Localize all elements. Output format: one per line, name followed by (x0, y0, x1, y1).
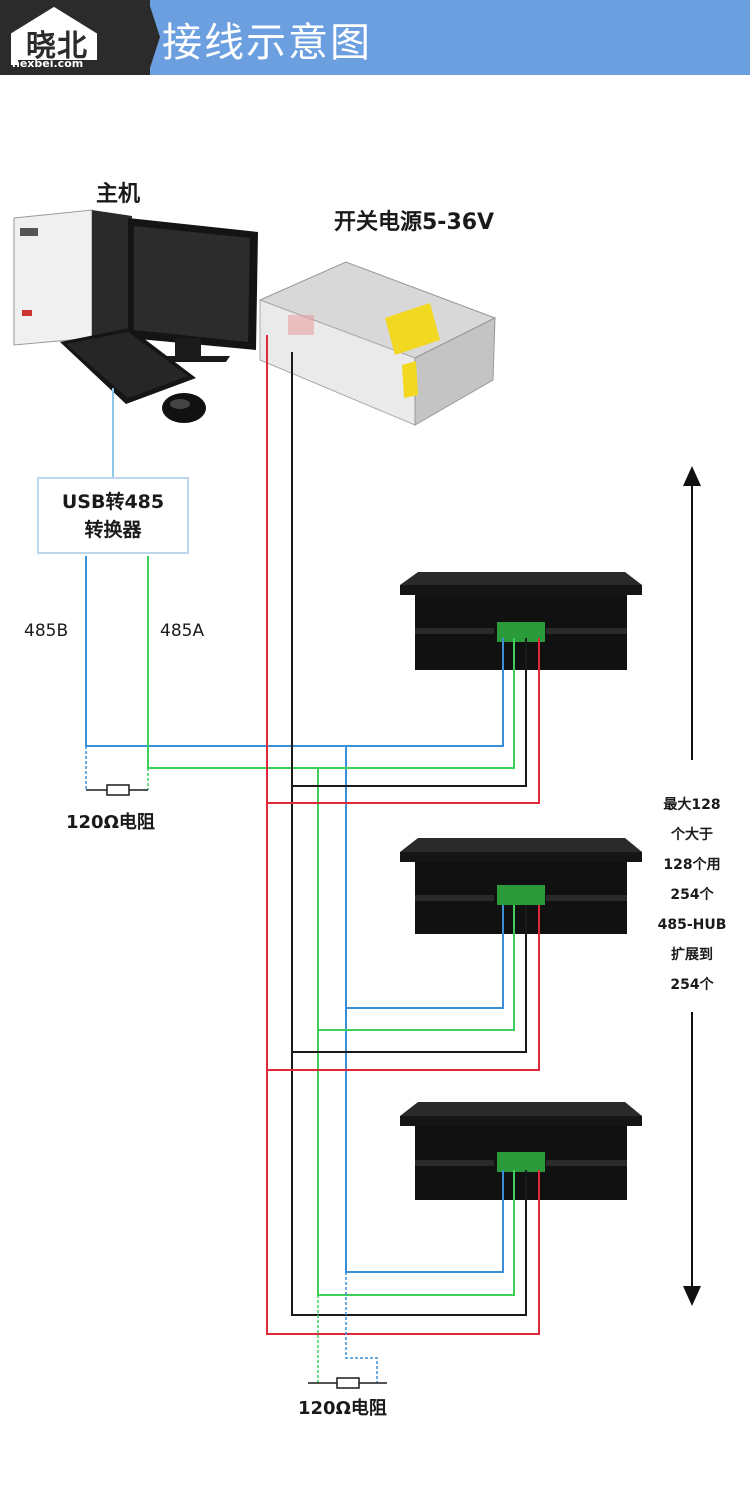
meter-3 (400, 1102, 642, 1200)
power-supply-label: 开关电源5-36V (334, 210, 495, 235)
converter-line-1: USB转485 (61, 491, 165, 513)
note-line: 最大128 (663, 797, 721, 813)
label-485a: 485A (160, 621, 205, 641)
header-bar: 晓北 hexbei.com 接线示意图 (0, 0, 750, 75)
wire-pos-tap-1 (267, 638, 540, 804)
logo-text: 晓北 (26, 29, 88, 64)
house-icon (11, 6, 98, 68)
host-label: 主机 (96, 182, 141, 207)
note-line: 128个用 (663, 857, 721, 873)
logo: 晓北 hexbei.com (0, 0, 150, 75)
meter-2 (400, 838, 642, 934)
capacity-note: 最大128 个大于 128个用 254个 485-HUB 扩展到 254个 (650, 790, 734, 1000)
wire-neg-tap-1 (292, 638, 527, 787)
logo-arrow (148, 0, 160, 74)
wire-485b-branch-2 (345, 1008, 504, 1273)
wire-485b-branch (345, 746, 504, 1009)
usb-485-converter: USB转485 转换器 (37, 477, 189, 554)
resistor-bottom-icon (308, 1272, 387, 1389)
note-line: 扩展到 (671, 947, 713, 963)
note-line: 254个 (670, 977, 714, 993)
wire-power-neg (291, 352, 527, 1316)
logo-url: hexbei.com (12, 57, 84, 70)
wire-485b (85, 556, 504, 747)
label-485b: 485B (24, 621, 69, 641)
computer-icon (13, 209, 258, 423)
page-title: 接线示意图 (162, 20, 372, 66)
wire-485a-branch-2 (317, 1030, 515, 1296)
resistor-bottom-label: 120Ω电阻 (298, 1398, 387, 1419)
wire-power-pos (266, 335, 540, 1335)
note-line: 485-HUB (657, 917, 727, 933)
power-supply-icon (258, 261, 497, 426)
range-arrow (683, 466, 701, 1306)
converter-line-2: 转换器 (84, 519, 142, 541)
wire-485a-branch (317, 768, 515, 1031)
wire-neg-tap-2 (292, 905, 527, 1053)
resistor-top-label: 120Ω电阻 (66, 812, 155, 833)
meter-1 (400, 572, 642, 670)
note-line: 254个 (670, 887, 714, 903)
wire-pos-tap-2 (267, 905, 540, 1071)
resistor-top-icon (85, 746, 149, 796)
note-line: 个大于 (671, 827, 713, 843)
wire-485a (147, 556, 515, 769)
